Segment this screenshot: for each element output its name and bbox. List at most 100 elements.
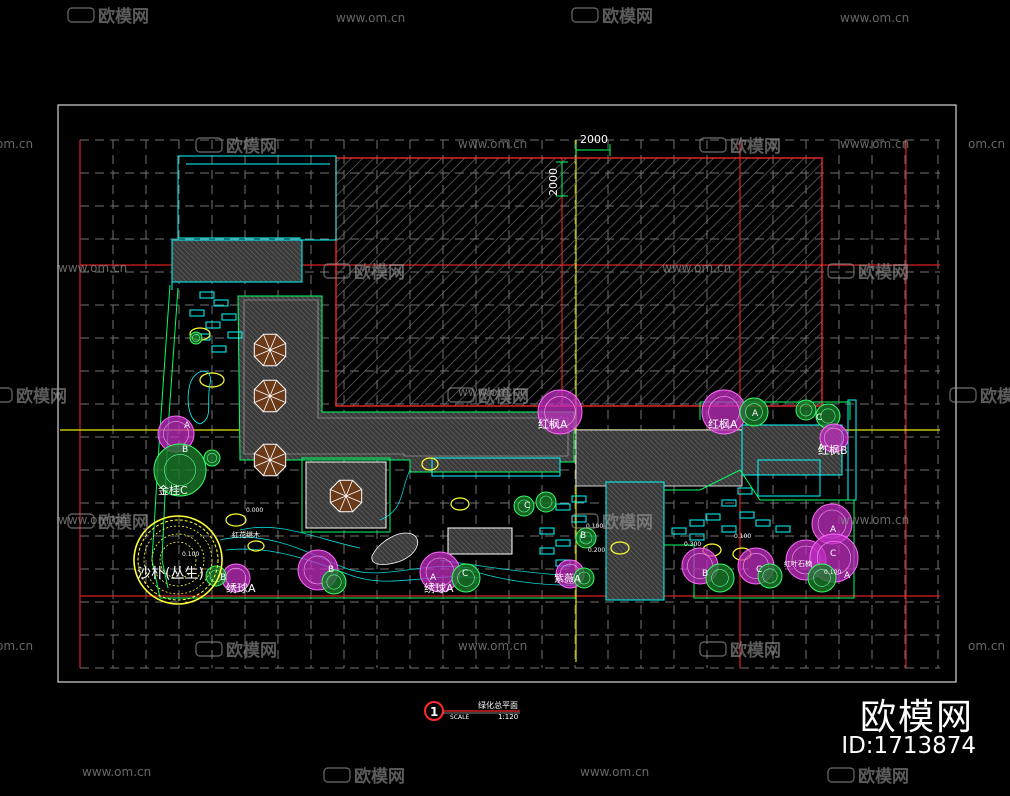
tree-letter-label: B — [580, 531, 586, 541]
tree — [819, 423, 849, 453]
brand-watermark-small: 欧模网 — [195, 136, 277, 157]
sofa-logo-icon — [323, 263, 351, 279]
site-watermark: www.om.cn — [840, 137, 909, 151]
tree — [153, 443, 207, 497]
dimension-marks — [556, 144, 611, 197]
title-number: 1 — [430, 705, 438, 719]
brand-watermark-text: 欧模网 — [226, 136, 277, 157]
stepping-stones — [189, 291, 791, 567]
stepping-stone — [671, 527, 687, 535]
site-watermark: www.om.cn — [458, 137, 527, 151]
sofa-logo-icon — [571, 7, 599, 23]
dimension-horizontal: 2000 — [580, 133, 608, 146]
sofa-logo-icon — [195, 137, 223, 153]
boulder — [187, 370, 211, 425]
brand-watermark-small: 欧模网 — [699, 640, 781, 661]
tree-letter-label: A — [830, 525, 837, 535]
label-red-maple-2: 红枫A — [708, 417, 738, 431]
sofa-logo-icon — [323, 767, 351, 783]
rock — [199, 372, 225, 388]
rock — [450, 497, 470, 511]
site-watermark: om.cn — [968, 639, 1005, 653]
stepping-stone — [211, 345, 227, 353]
stepping-stone — [571, 495, 587, 503]
building-footprint-east — [561, 157, 823, 407]
tree — [451, 563, 481, 593]
stepping-stone — [213, 299, 229, 307]
tree — [537, 389, 583, 435]
tree — [513, 495, 535, 517]
brand-watermark-text: 欧模网 — [16, 386, 67, 407]
brand-watermark-small: 欧模网 — [323, 766, 405, 787]
sofa-logo-icon — [699, 641, 727, 657]
stepping-stone — [227, 331, 243, 339]
sofa-logo-icon — [67, 7, 95, 23]
stepping-stone — [539, 527, 555, 535]
brand-watermark-small: 欧模网 — [699, 136, 781, 157]
rock — [225, 513, 247, 527]
label-shrub-a: 绣球A — [226, 581, 256, 595]
site-watermark: www.om.cn — [840, 11, 909, 25]
site-watermark: www.om.cn — [580, 765, 649, 779]
tree — [535, 491, 557, 513]
umbrella-table — [253, 443, 287, 477]
site-watermark: www.om.cn — [458, 639, 527, 653]
elevation-3: 0.200 — [588, 547, 605, 554]
tree-letter-label: B — [702, 569, 708, 579]
tree — [203, 449, 221, 467]
brand-watermark-small: 欧模网 — [571, 512, 653, 533]
tree-letter-label: B — [182, 445, 188, 455]
brand-watermark-small: 欧模网 — [0, 386, 67, 407]
umbrella-table — [329, 479, 363, 513]
label-shrub-b: 绣球A — [424, 581, 454, 595]
sofa-logo-icon — [0, 387, 13, 403]
bench-wall — [431, 457, 561, 477]
tree — [321, 569, 347, 595]
label-ginkgo: 金桂C — [158, 483, 188, 497]
elevation-4: 0.300 — [684, 541, 701, 548]
site-watermark: www.om.cn — [58, 513, 127, 527]
umbrella-tables — [253, 333, 363, 513]
brand-watermark-text: 欧模网 — [354, 262, 405, 283]
specimen-tree-symbol — [133, 515, 223, 605]
tree-letter-label: C — [524, 501, 530, 511]
brand-watermark-text: 欧模网 — [858, 262, 909, 283]
tree — [573, 567, 595, 589]
brand-watermark-text: 欧模网 — [730, 640, 781, 661]
brand-watermark-text: 欧模网 — [98, 512, 149, 533]
tree-letter-label: A — [430, 573, 437, 583]
watermark-layer: www.om.cn www.om.cn www.om.cn www.om.cn www.… — [0, 6, 1010, 787]
label-red-maple-3: 红枫B — [818, 443, 848, 457]
tree-letter-label: B — [328, 565, 334, 575]
brand-watermark-small: 欧模网 — [827, 766, 909, 787]
brand-watermark-text: 欧模网 — [602, 6, 653, 27]
tree-letter-label: C — [462, 569, 468, 579]
elevation-2: 0.100 — [182, 551, 199, 558]
stepping-stone — [737, 487, 753, 495]
sofa-logo-icon — [949, 387, 977, 403]
tree — [757, 563, 783, 589]
brand-watermark-small: 欧模网 — [67, 6, 149, 27]
site-watermark: www.om.cn — [458, 385, 527, 399]
building-footprint — [335, 157, 823, 407]
stepping-stone — [221, 313, 237, 321]
sofa-logo-icon — [827, 263, 855, 279]
north-boundary-wall — [171, 155, 337, 290]
boulder-island — [371, 532, 418, 565]
east-planter — [757, 459, 821, 497]
tree-letter-label: A — [818, 443, 825, 453]
brand-watermark-text: 欧模网 — [980, 386, 1010, 407]
umbrella-table — [253, 333, 287, 367]
tree — [807, 563, 837, 593]
tree-letter-label: C — [830, 549, 836, 559]
rock — [610, 541, 630, 555]
site-watermark: www.om.cn — [58, 261, 127, 275]
stepping-stone — [705, 513, 721, 521]
stepping-stone — [755, 519, 771, 527]
tree — [705, 563, 735, 593]
label-specimen-tree: 沙朴(丛生) — [137, 566, 204, 582]
brand-watermark-small: 欧模网 — [571, 6, 653, 27]
label-red-maple: 红枫A — [538, 417, 568, 431]
